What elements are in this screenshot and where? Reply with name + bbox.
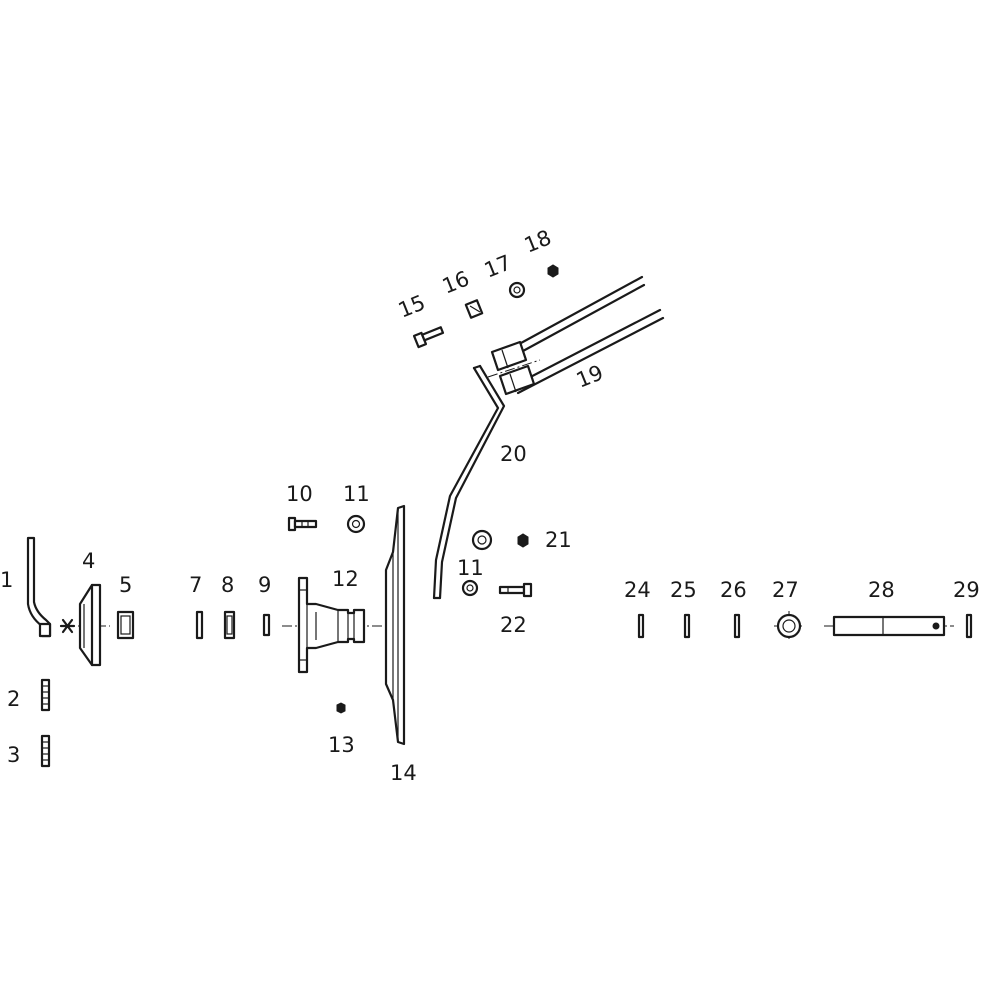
part-22-bolt — [498, 582, 533, 598]
part-12-label: 12 — [332, 567, 359, 591]
part-22-label: 22 — [500, 613, 527, 637]
part-8-seal — [223, 610, 236, 640]
part-26-pin — [733, 613, 741, 639]
part-24-label: 24 — [624, 578, 651, 602]
part-26-label: 26 — [720, 578, 747, 602]
part-4-bearing-cap — [59, 583, 110, 667]
part-17-nut — [508, 281, 526, 299]
part-19-label: 19 — [573, 360, 607, 392]
part-9-label: 9 — [258, 573, 271, 597]
part-28-shaft — [824, 615, 954, 637]
part-10-label: 10 — [286, 482, 313, 506]
part-11-nut-top — [346, 514, 366, 534]
part-5-label: 5 — [119, 573, 132, 597]
part-11-nut-bottom — [461, 579, 479, 597]
part-13-nut — [336, 702, 346, 714]
part-1-label: 1 — [0, 568, 13, 592]
part-2-label: 2 — [7, 687, 20, 711]
part-13-label: 13 — [328, 733, 355, 757]
part-11-label-top: 11 — [343, 482, 370, 506]
part-4-label: 4 — [82, 549, 95, 573]
part-5-spacer — [116, 610, 135, 640]
part-11-label-bottom: 11 — [457, 556, 484, 580]
part-10-bolt — [287, 516, 318, 532]
part-15-bolt — [412, 326, 445, 349]
part-14-disc-blade — [384, 504, 406, 746]
part-14-label: 14 — [390, 761, 417, 785]
part-3-label: 3 — [7, 743, 20, 767]
part-7-washer — [195, 610, 204, 640]
part-25-pin — [683, 613, 691, 639]
part-11-nut-large — [471, 529, 493, 551]
part-18-label: 18 — [521, 225, 555, 257]
part-20-bent-rod — [432, 364, 506, 600]
part-25-label: 25 — [670, 578, 697, 602]
part-21-label: 21 — [545, 528, 572, 552]
part-21-nut — [517, 533, 529, 548]
part-8-label: 8 — [221, 573, 234, 597]
part-9-washer — [262, 613, 271, 637]
part-1-bent-arm — [26, 536, 52, 638]
part-16-bolt-head — [464, 299, 484, 319]
part-15-label: 15 — [395, 290, 429, 322]
part-19-double-tine — [487, 275, 665, 396]
part-20-label: 20 — [500, 442, 527, 466]
part-17-label: 17 — [481, 250, 515, 282]
part-18-nut — [547, 264, 559, 278]
part-29-label: 29 — [953, 578, 980, 602]
part-16-label: 16 — [439, 266, 473, 298]
part-24-pin — [637, 613, 645, 639]
part-27-bushing — [774, 611, 804, 641]
part-29-pin — [965, 613, 973, 639]
part-27-label: 27 — [772, 578, 799, 602]
part-7-label: 7 — [189, 573, 202, 597]
part-3-spring — [40, 734, 51, 768]
part-2-spring — [40, 678, 51, 712]
part-28-label: 28 — [868, 578, 895, 602]
